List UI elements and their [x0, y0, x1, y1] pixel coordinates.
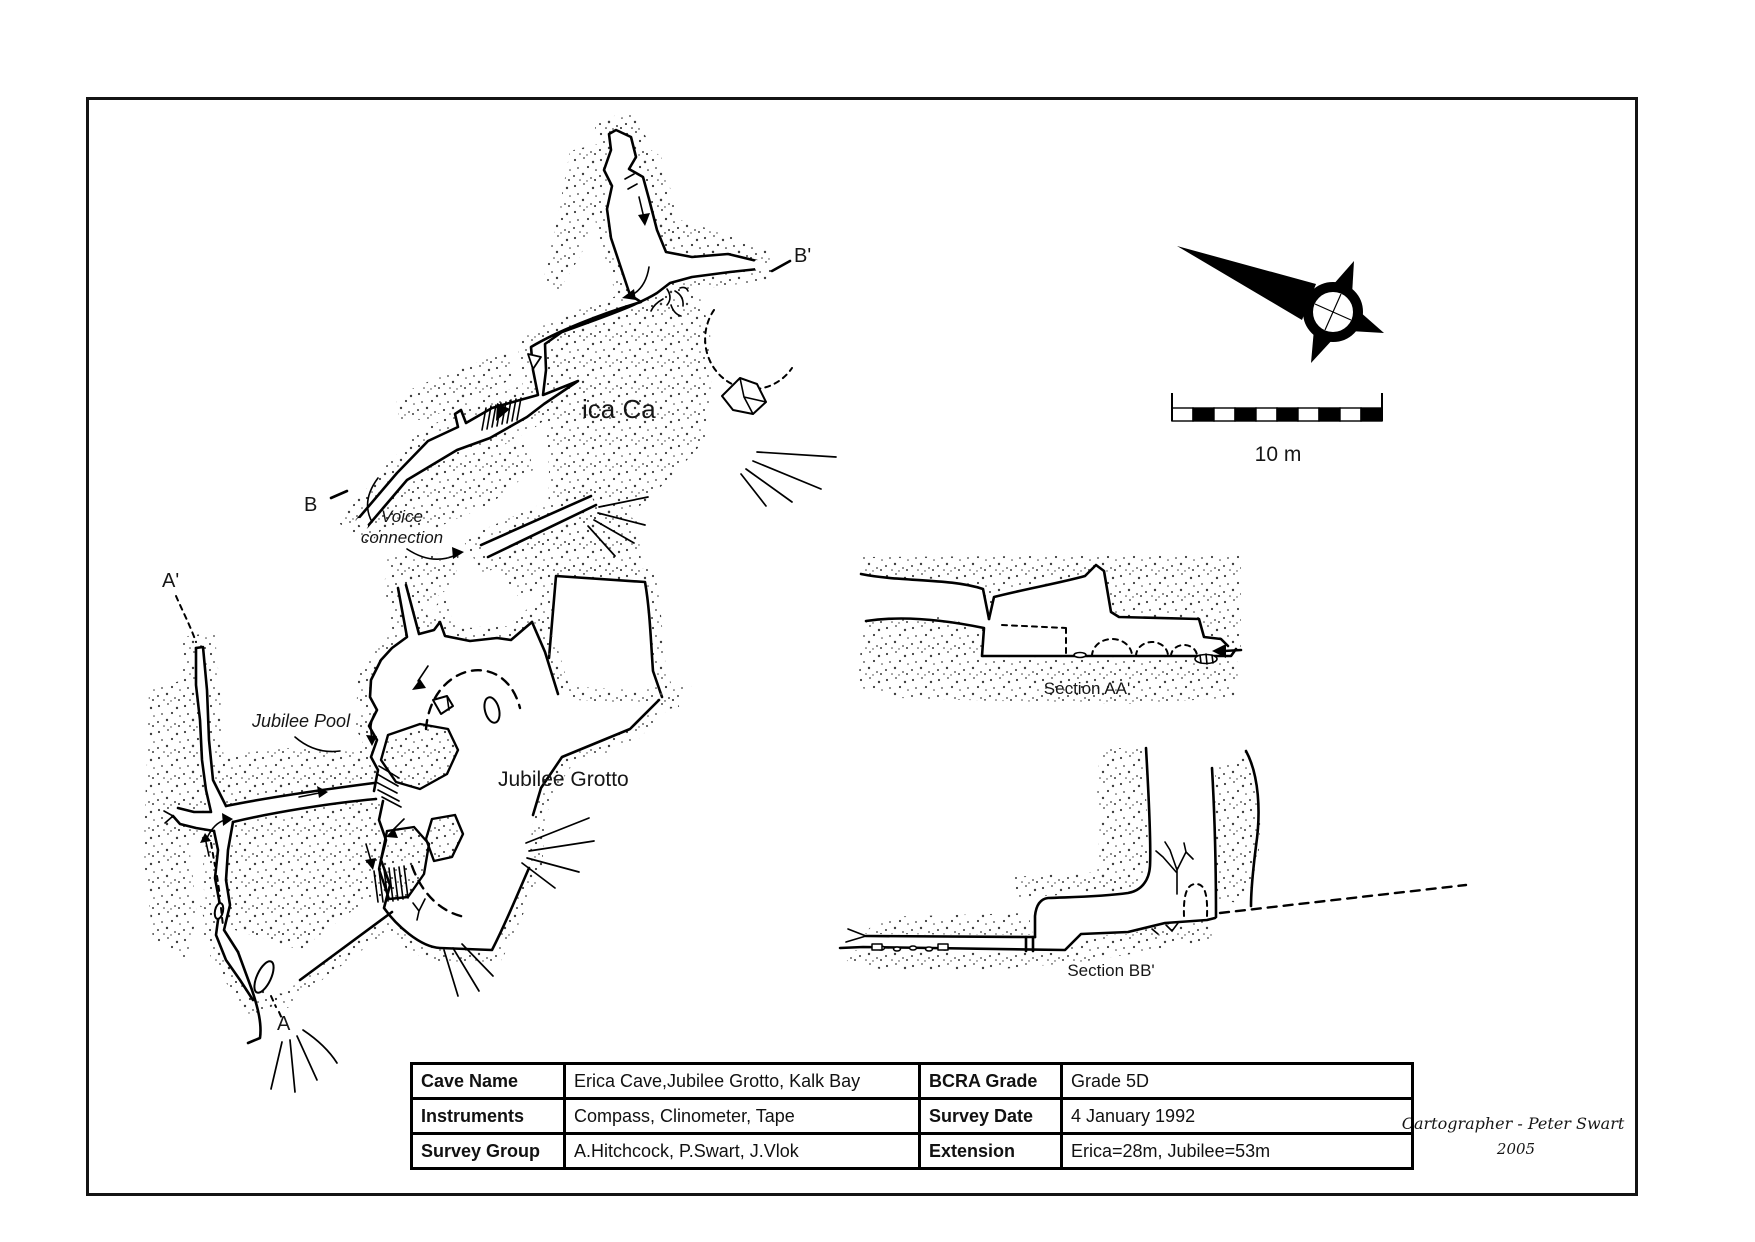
cartographer-credit: Cartographer - Peter Swart — [1401, 1114, 1625, 1133]
extension-key: Extension — [918, 1132, 1063, 1170]
jubilee-grotto-label: Jubilee Grotto — [498, 768, 629, 791]
erica-cave-plan — [329, 113, 837, 716]
station-label-a-prime: A' — [162, 570, 180, 592]
north-arrow-icon — [1177, 246, 1384, 363]
section-aa-label: Section AA' — [1043, 679, 1131, 698]
table-row: Cave Name Erica Cave,Jubilee Grotto, Kal… — [410, 1062, 1414, 1100]
bcra-grade-key: BCRA Grade — [918, 1062, 1063, 1100]
survey-date-value: 4 January 1992 — [1060, 1097, 1414, 1135]
map-border-frame — [86, 97, 1638, 1196]
section-bb-drawing — [838, 746, 1468, 971]
jubilee-grotto-plan — [143, 552, 696, 1093]
voice-connection-label: Voice connection — [361, 506, 443, 548]
extension-value: Erica=28m, Jubilee=53m — [1060, 1132, 1414, 1170]
cave-name-value: Erica Cave,Jubilee Grotto, Kalk Bay — [563, 1062, 921, 1100]
survey-group-key: Survey Group — [410, 1132, 566, 1170]
section-bb-label: Section BB' — [1067, 961, 1155, 980]
station-label-a: A — [277, 1013, 291, 1035]
erica-cave-label: ica Ca — [582, 394, 656, 424]
cave-name-key: Cave Name — [410, 1062, 566, 1100]
survey-date-key: Survey Date — [918, 1097, 1063, 1135]
table-row: Instruments Compass, Clinometer, Tape Su… — [410, 1097, 1414, 1135]
voice-connection-line2: connection — [360, 528, 444, 547]
survey-data-table: Cave Name Erica Cave,Jubilee Grotto, Kal… — [410, 1062, 1414, 1170]
voice-connection-line1: Voice — [381, 507, 423, 526]
scale-label: 10 m — [1254, 443, 1302, 466]
scale-bar — [1171, 393, 1383, 422]
station-label-b-prime: B' — [794, 245, 812, 267]
table-row: Survey Group A.Hitchcock, P.Swart, J.Vlo… — [410, 1132, 1414, 1170]
station-label-b: B — [304, 494, 318, 516]
instruments-value: Compass, Clinometer, Tape — [563, 1097, 921, 1135]
bcra-grade-value: Grade 5D — [1060, 1062, 1414, 1100]
jubilee-pool-label: Jubilee Pool — [252, 711, 351, 731]
survey-group-value: A.Hitchcock, P.Swart, J.Vlok — [563, 1132, 921, 1170]
section-aa-drawing — [858, 555, 1243, 704]
instruments-key: Instruments — [410, 1097, 566, 1135]
cartographer-year: 2005 — [1496, 1140, 1536, 1158]
